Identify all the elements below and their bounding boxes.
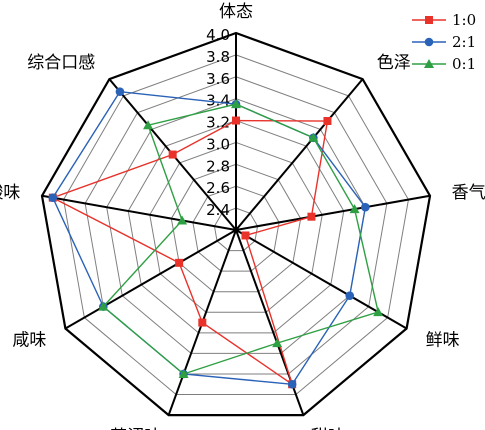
grid-ring	[149, 141, 323, 313]
data-point	[177, 215, 188, 225]
data-point	[198, 318, 207, 327]
legend-marker	[424, 37, 434, 47]
data-point	[175, 258, 184, 267]
radar-grid	[40, 31, 432, 417]
grid-ring	[106, 98, 366, 354]
data-point	[231, 99, 241, 109]
radar-series	[48, 87, 384, 389]
axis-spoke	[235, 78, 364, 231]
data-point	[178, 368, 189, 378]
legend-item: 1:0	[412, 11, 476, 29]
tick-label: 2.6	[206, 179, 230, 197]
grid-ring	[192, 185, 280, 272]
grid-ring	[127, 120, 345, 334]
axis-label: 体态	[219, 2, 253, 22]
axis-label: 综合口感	[27, 53, 95, 73]
data-point	[241, 231, 250, 240]
axis-label: 香气	[452, 183, 485, 203]
tick-label: 3.2	[206, 114, 230, 132]
tick-label: 4.0	[206, 26, 230, 44]
series-3	[98, 99, 384, 378]
legend-marker	[424, 59, 434, 68]
data-point	[308, 132, 319, 142]
axis-label: 甜味	[311, 427, 345, 430]
data-point	[287, 379, 297, 389]
data-point	[349, 204, 360, 214]
data-point	[232, 116, 240, 125]
grid-ring	[170, 163, 302, 293]
axis-label: 苦涩味	[110, 427, 161, 430]
series-1	[48, 116, 332, 389]
legend-label: 2:1	[452, 33, 476, 51]
series-line	[102, 103, 380, 375]
axis-spoke	[64, 229, 237, 330]
legend-item: 0:1	[412, 55, 476, 73]
grid-ring	[213, 207, 259, 252]
grid-ring	[40, 31, 432, 417]
tick-label: 3.0	[206, 135, 230, 153]
data-point	[115, 87, 125, 96]
data-point	[168, 150, 177, 159]
series-2	[48, 87, 370, 389]
data-point	[345, 291, 355, 300]
grid-ring	[63, 54, 409, 396]
axis-label: 鲜味	[426, 331, 460, 351]
data-point	[272, 338, 283, 348]
series-line	[51, 90, 367, 386]
axis-spoke	[235, 194, 431, 231]
data-point	[361, 202, 370, 212]
legend-item: 2:1	[412, 33, 476, 51]
data-point	[323, 117, 332, 126]
legend-label: 1:0	[452, 11, 476, 29]
legend-label: 0:1	[452, 55, 476, 73]
tick-label: 2.4	[206, 201, 230, 219]
tick-label: 3.6	[206, 70, 230, 88]
data-point	[48, 193, 58, 202]
axis-label: 咸味	[12, 331, 46, 351]
data-point	[98, 301, 109, 311]
tick-label: 3.4	[206, 92, 230, 110]
axis-label: 酸味	[0, 183, 20, 203]
legend-marker	[425, 16, 433, 24]
data-point	[143, 120, 154, 130]
radar-tick-labels: 2.4 2.6 2.8 3.0 3.2 3.4 3.6 3.8 4.0	[206, 26, 230, 219]
tick-label: 3.8	[206, 48, 230, 66]
tick-label: 2.8	[206, 157, 230, 175]
data-point	[373, 307, 384, 317]
data-point	[307, 212, 316, 221]
axis-label: 色泽	[377, 53, 411, 73]
axis-spoke	[41, 194, 237, 231]
legend: 1:0 2:1 0:1	[412, 11, 476, 73]
grid-ring	[84, 76, 388, 375]
